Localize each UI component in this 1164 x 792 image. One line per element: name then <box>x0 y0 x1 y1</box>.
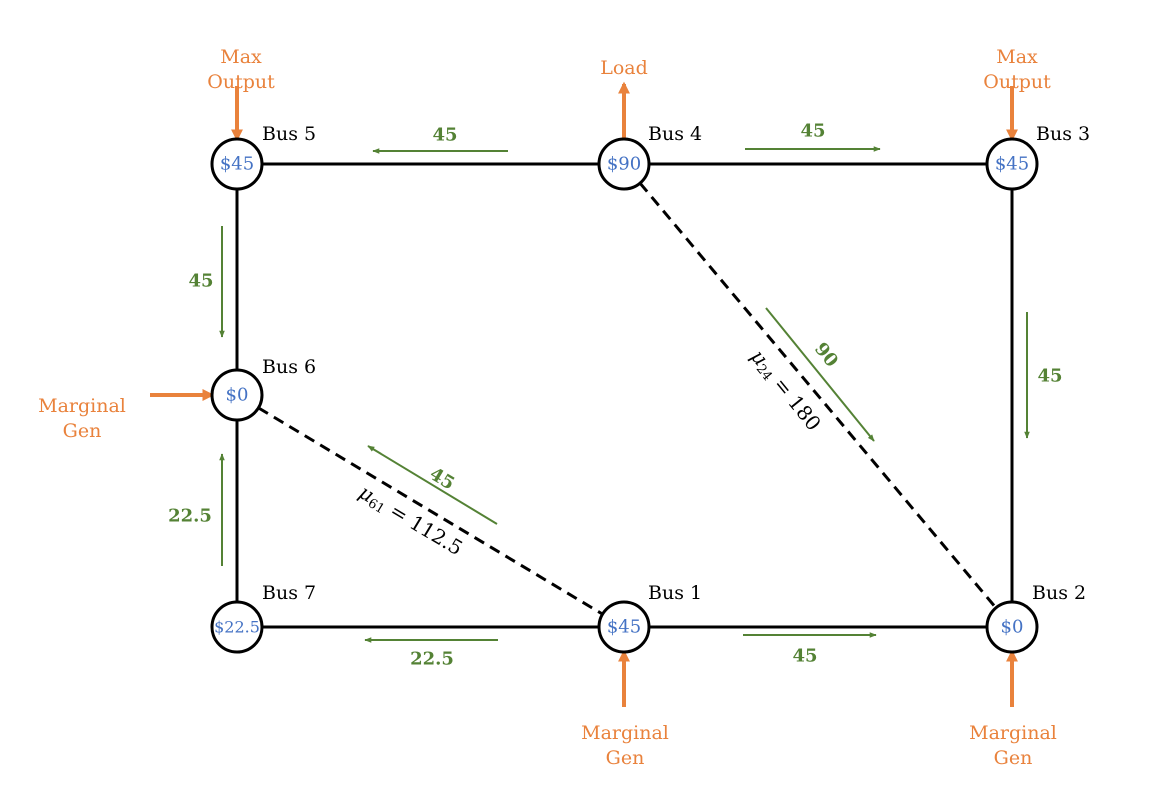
flow-4-2-arrow <box>765 307 875 442</box>
io-bus4-label: Load <box>600 57 648 79</box>
flow-arrows <box>219 146 1030 643</box>
bus3-node <box>985 137 1039 191</box>
bus4-node <box>597 137 651 191</box>
line-bus4-bus2 <box>638 182 998 609</box>
transmission-lines <box>235 162 1014 629</box>
flow-7-6-value: 22.5 <box>168 506 212 527</box>
bus5-price: $45 <box>220 154 254 175</box>
bus7-price: $22.5 <box>214 618 260 637</box>
io-bus5-label: Max <box>220 46 262 68</box>
bus1-price: $45 <box>607 617 641 638</box>
bus4-price: $90 <box>607 154 641 175</box>
bus2-label: Bus 2 <box>1032 582 1086 604</box>
bus6-price: $0 <box>226 385 249 406</box>
flow-4-5-value: 45 <box>432 125 457 146</box>
io-bus3-label: Output <box>983 71 1051 93</box>
injection-arrows <box>150 81 1018 707</box>
io-bus6-label: Marginal <box>38 395 126 417</box>
bus5-label: Bus 5 <box>262 123 316 145</box>
io-bus1-label: Marginal <box>581 722 669 744</box>
bus3-label: Bus 3 <box>1036 123 1090 145</box>
bus3-price: $45 <box>995 154 1029 175</box>
io-bus5-label: Output <box>207 71 275 93</box>
flow-1-6-arrow <box>367 445 498 525</box>
bus1-label: Bus 1 <box>648 582 702 604</box>
bus1-node <box>597 600 651 654</box>
bus2-price: $0 <box>1001 617 1024 638</box>
line-bus6-bus1 <box>257 406 604 616</box>
io-bus1-label: Gen <box>606 747 645 769</box>
flow-1-2-value: 45 <box>792 646 817 667</box>
mu-61-label: μ61 = 112.5 <box>354 480 467 562</box>
io-bus6-label: Gen <box>63 420 102 442</box>
flow-4-2-value: 90 <box>810 339 842 372</box>
io-bus3-label: Max <box>996 46 1038 68</box>
io-bus2-label: Gen <box>994 747 1033 769</box>
bus-nodes: $45 $90 $45 $0 $22.5 $45 $0 <box>210 137 1039 654</box>
flow-1-7-value: 22.5 <box>410 649 454 670</box>
bus4-label: Bus 4 <box>648 123 702 145</box>
bus6-label: Bus 6 <box>262 356 316 378</box>
bus5-node <box>210 137 264 191</box>
bus6-node <box>210 368 264 422</box>
bus2-node <box>985 600 1039 654</box>
bus7-node <box>210 600 264 654</box>
io-bus2-label: Marginal <box>969 722 1057 744</box>
bus7-label: Bus 7 <box>262 582 316 604</box>
flow-1-6-value: 45 <box>426 464 458 495</box>
flow-5-6-value: 45 <box>188 271 213 292</box>
flow-3-2-value: 45 <box>1037 366 1062 387</box>
flow-4-3-value: 45 <box>800 121 825 142</box>
